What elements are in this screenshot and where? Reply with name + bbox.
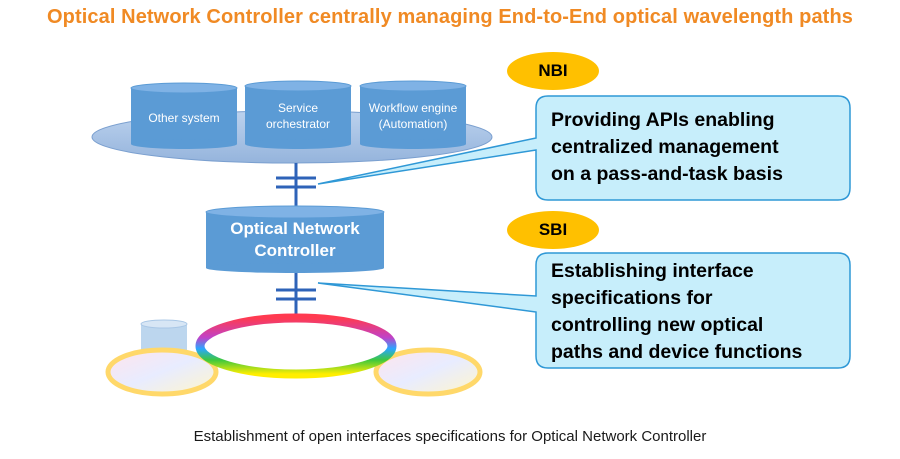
optical-network-controller-cylinder xyxy=(205,205,385,273)
figure-caption: Establishment of open interfaces specifi… xyxy=(193,428,707,445)
nbi-connector xyxy=(276,163,316,207)
cylinder-service-orchestrator xyxy=(244,80,352,149)
optical-wavelength-ring xyxy=(195,313,397,379)
nbi-description: Providing APIs enabling centralized mana… xyxy=(551,109,783,185)
nbi-callout-bubble xyxy=(317,95,851,201)
cylinder-workflow-engine xyxy=(359,80,467,149)
sbi-connector xyxy=(276,273,316,318)
nbi-tag-shape xyxy=(507,52,599,90)
right-sub-ring xyxy=(373,347,483,397)
sbi-description: Establishing interface specifications fo… xyxy=(551,260,803,363)
controller-label: Optical Network Controller xyxy=(230,219,360,260)
workflow-engine-label: Workflow engine (Automation) xyxy=(368,101,458,131)
sbi-tag: SBI xyxy=(538,220,568,239)
service-orchestrator-label: Service orchestrator xyxy=(265,101,331,131)
other-system-label: Other system xyxy=(148,111,220,125)
sbi-tag-shape xyxy=(507,211,599,249)
nbi-tag: NBI xyxy=(538,61,568,80)
page-title: Optical Network Controller centrally man… xyxy=(47,6,853,28)
sbi-callout-bubble xyxy=(317,252,851,369)
left-sub-ring xyxy=(105,347,219,397)
cylinder-other-system xyxy=(130,82,238,149)
